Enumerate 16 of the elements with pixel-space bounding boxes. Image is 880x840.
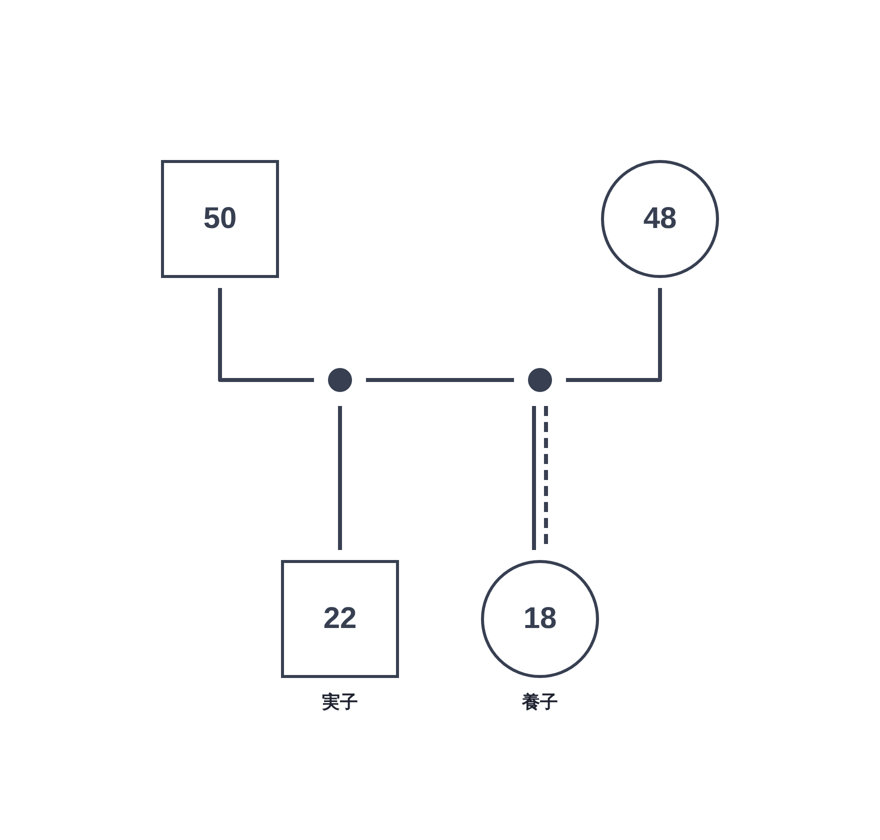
male-square — [281, 560, 399, 678]
female-circle — [481, 560, 599, 678]
age-label: 48 — [643, 202, 677, 236]
female-circle — [601, 160, 719, 278]
connector-line — [566, 288, 662, 382]
union-dot — [328, 368, 352, 392]
age-label: 50 — [203, 202, 237, 236]
connector-line — [338, 406, 342, 550]
connector-line — [366, 378, 514, 382]
relation-label: 養子 — [522, 691, 558, 714]
age-label: 18 — [523, 602, 557, 636]
age-label: 22 — [323, 602, 357, 636]
union-dot — [528, 368, 552, 392]
connector-line — [218, 288, 314, 382]
male-square — [161, 160, 279, 278]
relation-label: 実子 — [322, 691, 358, 714]
